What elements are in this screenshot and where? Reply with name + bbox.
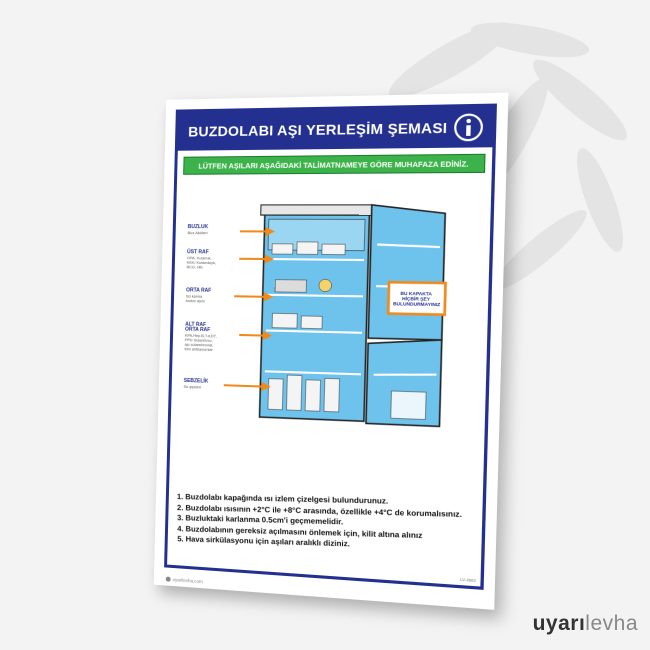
label-sebzelik-body: Su şişeleri	[184, 385, 202, 390]
sign-frame: BUZDOLABI AŞI YERLEŞİM ŞEMASI LÜTFEN AŞI…	[164, 103, 497, 590]
label-alt-raf: ALT RAF ORTA RAF	[185, 322, 210, 334]
shelf-labels: BUZLUK Buz Aküleri ÜST RAF OPA, Kızamık,…	[184, 224, 218, 390]
footer-brand-text: uyarilevha.com	[172, 577, 203, 585]
title-bar: BUZDOLABI AŞI YERLEŞİM ŞEMASI	[177, 106, 494, 151]
product-code: LV-3662	[459, 576, 477, 584]
label-orta-raf: ORTA RAF	[186, 287, 211, 293]
sign-title: BUZDOLABI AŞI YERLEŞİM ŞEMASI	[188, 119, 448, 140]
label-buzluk: BUZLUK	[188, 224, 209, 230]
watermark-part1: uyarı	[532, 612, 586, 635]
subtitle-bar: LÜTFEN AŞILARI AŞAĞIDAKİ TALİMATNAMEYE G…	[183, 153, 486, 175]
watermark-part2: levha	[585, 612, 638, 635]
label-ust-raf-body: OPA, Kızamık, KKK/ Kızamıkçık, BCG, Hib	[187, 256, 218, 269]
brand-watermark: uyarılevha	[533, 612, 638, 636]
label-ust-raf: ÜST RAF	[187, 248, 209, 255]
label-alt-raf-body: KPA,Hep.B,T.d,DT, PPD Sulandırıcı, aşı s…	[185, 334, 218, 353]
fridge-door	[366, 205, 445, 427]
door-note-text: BU KAPAKTA HİÇBİR ŞEY BULUNDURMAYINIZ	[393, 291, 441, 308]
fridge-body	[255, 205, 374, 422]
label-orta-raf-body: Sü karma kuduz aşısı	[186, 294, 205, 303]
brand-logo-icon	[165, 576, 171, 582]
subtitle-text: LÜTFEN AŞILARI AŞAĞIDAKİ TALİMATNAMEYE G…	[198, 158, 469, 171]
door-note-box	[388, 282, 445, 314]
fridge-diagram: BU KAPAKTA HİÇBİR ŞEY BULUNDURMAYINIZ BU…	[184, 181, 479, 457]
label-buzluk-body: Buz Aküleri	[188, 230, 208, 235]
warning-sign-board: BUZDOLABI AŞI YERLEŞİM ŞEMASI LÜTFEN AŞI…	[153, 92, 509, 610]
instructions-list: 1. Buzdolabı kapağında ısı izlem çizelge…	[177, 492, 477, 554]
info-icon	[453, 112, 485, 142]
sign-footer-brand: uyarilevha.com	[165, 576, 203, 585]
label-sebzelik: SEBZELİK	[184, 377, 209, 385]
